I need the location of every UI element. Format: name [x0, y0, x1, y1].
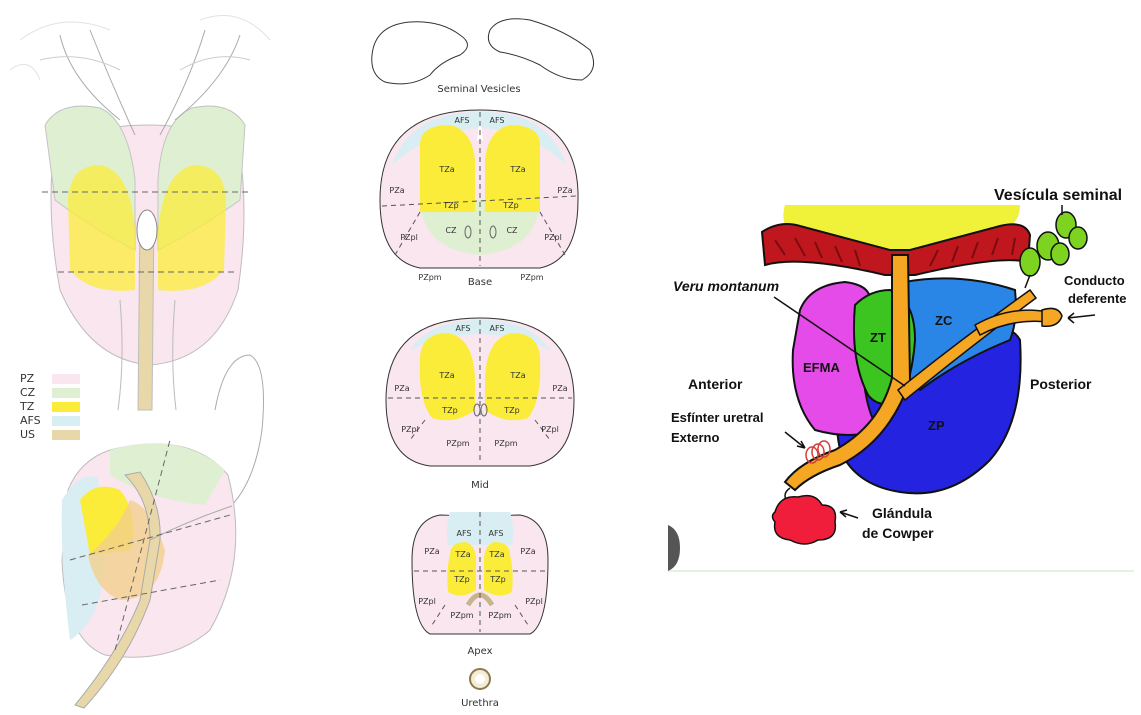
mid-pza-left: PZa	[394, 384, 409, 393]
mid-section: AFS AFS TZa TZa TZp TZp PZa PZa PZpl PZp…	[386, 318, 574, 491]
label-zp: ZP	[928, 418, 945, 433]
label-vesicula-seminal: Vesícula seminal	[994, 187, 1122, 204]
legend-swatch-pz	[52, 374, 80, 384]
base-pzpl-left: PZpl	[400, 233, 418, 242]
mid-tzp-left: TZp	[441, 406, 457, 415]
mid-caption: Mid	[471, 480, 489, 491]
label-efma: EFMA	[803, 360, 840, 375]
apex-tza-right: TZa	[488, 550, 504, 559]
mid-pza-right: PZa	[552, 384, 567, 393]
mid-tza-left: TZa	[438, 371, 454, 380]
sagittal-prostate-diagram	[62, 440, 236, 708]
base-pzpl-right: PZpl	[544, 233, 562, 242]
base-section: AFS AFS TZa TZa TZp TZp CZ CZ PZa PZa PZ…	[380, 110, 578, 288]
label-zc: ZC	[935, 313, 953, 328]
base-tzp-left: TZp	[442, 201, 458, 210]
base-caption: Base	[468, 277, 492, 288]
legend-swatch-afs	[52, 416, 80, 426]
label-conducto: Conducto	[1064, 273, 1125, 288]
base-tza-left: TZa	[438, 165, 454, 174]
apex-pzpm-left: PZpm	[450, 611, 473, 620]
apex-pzpl-right: PZpl	[525, 597, 543, 606]
legend-swatch-cz	[52, 388, 80, 398]
apex-afs-left: AFS	[456, 529, 471, 538]
legend-swatch-tz	[52, 402, 80, 412]
seminal-vesicles-caption: Seminal Vesicles	[437, 84, 520, 95]
apex-section: AFS AFS TZa TZa TZp TZp PZa PZa PZpl PZp…	[412, 512, 548, 657]
mid-tza-right: TZa	[509, 371, 525, 380]
legend-swatch-us	[52, 430, 80, 440]
mid-pzpl-left: PZpl	[401, 425, 419, 434]
apex-tzp-right: TZp	[489, 575, 505, 584]
apex-pza-left: PZa	[424, 547, 439, 556]
apex-tzp-left: TZp	[453, 575, 469, 584]
mid-pzpl-right: PZpl	[541, 425, 559, 434]
label-glandula: Glándula	[872, 505, 932, 521]
legend-label-pz: PZ	[20, 372, 35, 385]
zone-legend: PZ CZ TZ AFS US	[19, 372, 80, 441]
apex-tza-left: TZa	[454, 550, 470, 559]
legend-label-tz: TZ	[19, 400, 35, 413]
base-cz-right: CZ	[506, 226, 518, 235]
apex-pzpm-right: PZpm	[488, 611, 511, 620]
label-veru-montanum: Veru montanum	[673, 278, 779, 294]
mid-pzpm-left: PZpm	[446, 439, 469, 448]
label-anterior: Anterior	[688, 376, 743, 392]
base-tzp-right: TZp	[502, 201, 518, 210]
label-deferente: deferente	[1068, 291, 1127, 306]
legend-label-us: US	[20, 428, 35, 441]
apex-caption: Apex	[467, 646, 492, 657]
base-pza-left: PZa	[389, 186, 404, 195]
mid-afs-right: AFS	[489, 324, 504, 333]
colored-sagittal-diagram: Vesícula seminal Veru montanum Conducto …	[668, 187, 1134, 572]
apex-afs-right: AFS	[488, 529, 503, 538]
base-pzpm-right: PZpm	[520, 273, 543, 282]
label-esfinter-line2: Externo	[671, 430, 719, 445]
mid-pzpm-right: PZpm	[494, 439, 517, 448]
apex-pzpl-left: PZpl	[418, 597, 436, 606]
legend-label-afs: AFS	[20, 414, 41, 427]
mid-tzp-right: TZp	[503, 406, 519, 415]
apex-pza-right: PZa	[520, 547, 535, 556]
label-posterior: Posterior	[1030, 376, 1092, 392]
base-cz-left: CZ	[445, 226, 457, 235]
base-afs-left: AFS	[454, 116, 469, 125]
base-afs-right: AFS	[489, 116, 504, 125]
label-esfinter-line1: Esfínter uretral	[671, 410, 763, 425]
label-de-cowper: de Cowper	[862, 525, 934, 541]
mid-afs-left: AFS	[455, 324, 470, 333]
seminal-vesicles-section: Seminal Vesicles	[372, 19, 594, 95]
urethra-caption: Urethra	[461, 698, 499, 709]
legend-label-cz: CZ	[20, 386, 36, 399]
base-pza-right: PZa	[557, 186, 572, 195]
urethra-section: Urethra	[461, 669, 499, 709]
label-zt: ZT	[870, 330, 886, 345]
base-tza-right: TZa	[509, 165, 525, 174]
base-pzpm-left: PZpm	[418, 273, 441, 282]
coronal-prostate-diagram	[10, 16, 270, 411]
